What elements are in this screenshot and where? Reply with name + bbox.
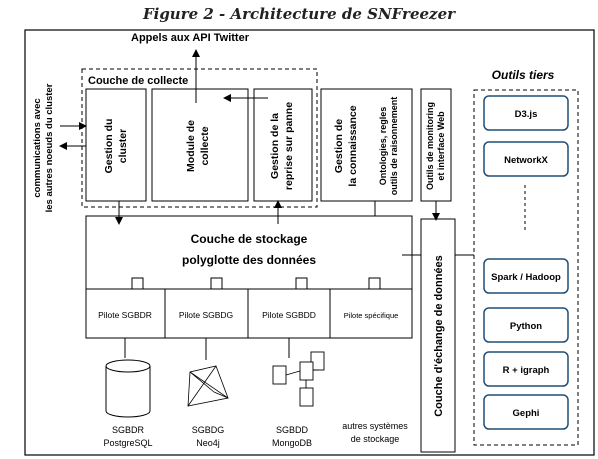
tool-label: NetworkX [504, 155, 548, 166]
tool-item-python: Python [483, 307, 569, 343]
ontologies-label-2: outils de raisonnement [389, 97, 399, 196]
data-exchange-layer-label: Couche d'échange de données [433, 255, 445, 417]
document-database-icon [272, 351, 325, 407]
database-label: SGBDD [276, 425, 309, 435]
tool-label: Python [510, 321, 542, 332]
database-label: de stockage [351, 434, 400, 444]
database-label: SGBDG [192, 425, 225, 435]
ontologies-label-1: Ontologies, regles [378, 107, 388, 186]
knowledge-management-box [320, 88, 413, 202]
driver-label: Pilote spécifique [344, 311, 399, 320]
collect-module-box [151, 88, 249, 202]
tool-label: D3.js [515, 109, 538, 120]
knowledge-label-1: Gestion de [333, 119, 345, 173]
cluster-management-box [85, 88, 147, 202]
cluster-comm-label-1: communications avec [32, 98, 43, 197]
driver-label: Pilote SGBDD [262, 310, 316, 320]
monitoring-label-1: Outils de monitoring [425, 102, 435, 190]
database-label: PostgreSQL [103, 438, 152, 448]
figure-caption: Figure 2 - Architecture de SNFreezer [142, 5, 456, 23]
tool-label: R + igraph [503, 365, 550, 376]
third-party-tools-title: Outils tiers [492, 68, 555, 82]
tool-item-gephi: Gephi [483, 394, 569, 430]
failure-recovery-label-2: reprise sur panne [283, 102, 295, 190]
storage-layer-title-1: Couche de stockage [191, 232, 308, 246]
database-label: Neo4j [196, 438, 220, 448]
database-label: autres systèmes [342, 421, 408, 431]
driver-label: Pilote SGBDR [98, 310, 152, 320]
graph-database-icon [187, 365, 230, 407]
cluster-management-label-2: cluster [117, 129, 129, 163]
monitoring-label-2: et interface Web [436, 111, 446, 181]
data-exchange-layer-box [420, 218, 456, 453]
third-party-tools-box [473, 89, 579, 446]
storage-layer-title-2: polyglotte des données [182, 253, 316, 267]
collect-layer-box [81, 68, 318, 208]
cluster-management-label-1: Gestion du [103, 119, 115, 174]
collect-module-label-2: collecte [199, 126, 211, 165]
database-label: MongoDB [272, 438, 312, 448]
tool-item-networkx: NetworkX [483, 141, 569, 177]
tool-label: Spark / Hadoop [491, 272, 561, 283]
failure-recovery-box [253, 88, 313, 202]
relational-database-icon [105, 359, 151, 418]
database-label: SGBDR [112, 425, 145, 435]
failure-recovery-label-1: Gestion de la [269, 113, 281, 179]
knowledge-label-2: la connaissance [347, 105, 359, 186]
driver-specific-box [329, 288, 413, 339]
tool-item-d3js: D3.js [483, 95, 569, 131]
tool-label: Gephi [513, 408, 540, 419]
driver-label: Pilote SGBDG [179, 310, 233, 320]
outer-frame [24, 29, 595, 456]
collect-layer-title: Couche de collecte [88, 75, 188, 87]
cluster-comm-label-2: les autres noeuds du cluster [44, 83, 55, 212]
tool-item-r-igraph: R + igraph [483, 351, 569, 387]
tool-item-spark-hadoop: Spark / Hadoop [483, 258, 569, 294]
api-label: Appels aux API Twitter [131, 32, 250, 44]
collect-module-label-1: Module de [185, 120, 197, 172]
